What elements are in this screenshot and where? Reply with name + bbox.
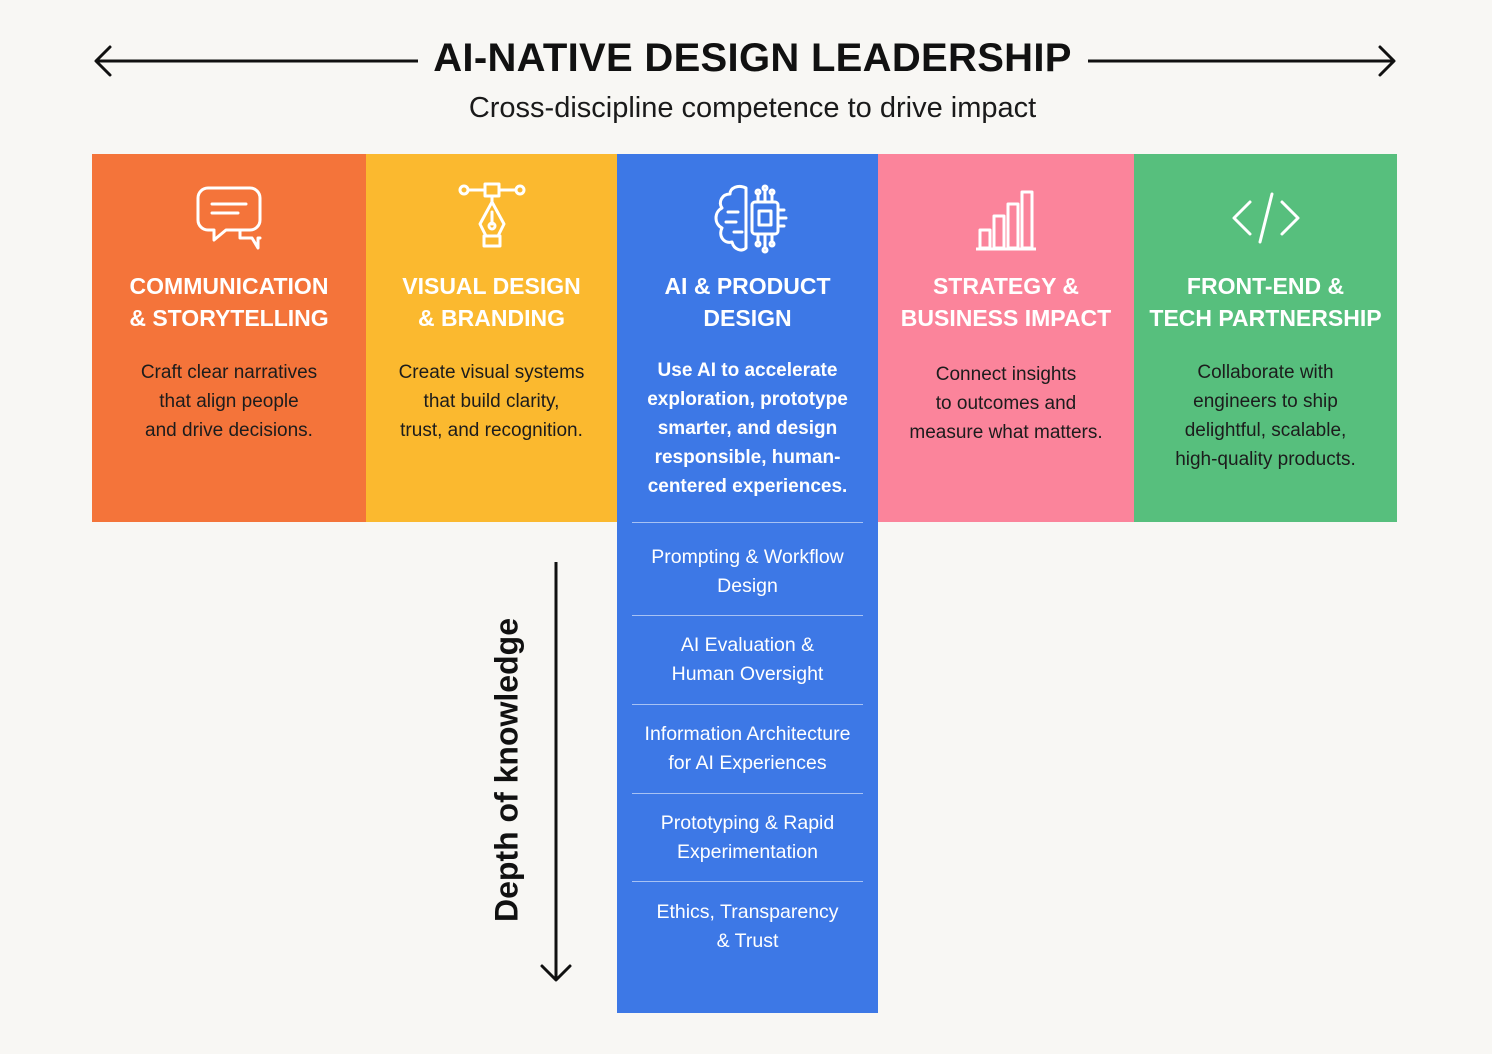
column-strategy-business-impact: STRATEGY & BUSINESS IMPACT Connect insig… bbox=[878, 154, 1134, 522]
bar-chart-icon bbox=[976, 190, 1036, 251]
column-title: VISUAL DESIGN & BRANDING bbox=[402, 273, 581, 331]
ai-brain-chip-icon bbox=[714, 184, 787, 254]
column-description: Use AI to accelerate exploration, protot… bbox=[647, 360, 848, 497]
column-title: FRONT-END & TECH PARTNERSHIP bbox=[1149, 273, 1382, 331]
column-visual-design-branding: VISUAL DESIGN & BRANDING Create visual s… bbox=[366, 154, 617, 522]
page-subtitle: Cross-discipline competence to drive imp… bbox=[468, 92, 1037, 124]
divider bbox=[632, 793, 863, 794]
column-communication-storytelling: COMMUNICATION & STORYTELLING Craft clear… bbox=[92, 154, 366, 522]
depth-of-knowledge-label: Depth of knowledge bbox=[488, 618, 525, 922]
column-title: STRATEGY & BUSINESS IMPACT bbox=[900, 273, 1112, 331]
divider bbox=[632, 522, 863, 523]
depth-item-ethics-trust: Ethics, Transparency & Trust bbox=[656, 901, 839, 952]
column-ai-product-design: AI & PRODUCT DESIGN Use AI to accelerate… bbox=[617, 154, 878, 1013]
left-arrow-icon bbox=[94, 45, 418, 77]
column-description: Connect insights to outcomes and measure… bbox=[909, 364, 1103, 443]
page-title: AI-NATIVE DESIGN LEADERSHIP bbox=[433, 36, 1072, 80]
column-description: Collaborate with engineers to ship delig… bbox=[1175, 362, 1356, 470]
chat-bubble-icon bbox=[196, 186, 262, 250]
column-front-end-tech-partnership: FRONT-END & TECH PARTNERSHIP Collaborate… bbox=[1134, 154, 1397, 522]
divider bbox=[632, 704, 863, 705]
code-icon bbox=[1232, 192, 1299, 244]
divider bbox=[632, 615, 863, 616]
depth-item-information-architecture: Information Architecture for AI Experien… bbox=[644, 723, 851, 774]
pen-tool-icon bbox=[458, 182, 525, 248]
column-description: Create visual systems that build clarity… bbox=[398, 362, 585, 441]
column-title: AI & PRODUCT DESIGN bbox=[664, 273, 831, 331]
depth-item-prototyping: Prototyping & Rapid Experimentation bbox=[660, 812, 835, 863]
depth-arrow-icon bbox=[540, 562, 572, 982]
column-description: Craft clear narratives that align people… bbox=[140, 362, 318, 441]
divider bbox=[632, 881, 863, 882]
column-title: COMMUNICATION & STORYTELLING bbox=[129, 273, 329, 331]
depth-item-ai-evaluation: AI Evaluation & Human Oversight bbox=[671, 634, 824, 685]
depth-item-prompting-workflow: Prompting & Workflow Design bbox=[651, 546, 844, 597]
right-arrow-icon bbox=[1088, 45, 1396, 77]
